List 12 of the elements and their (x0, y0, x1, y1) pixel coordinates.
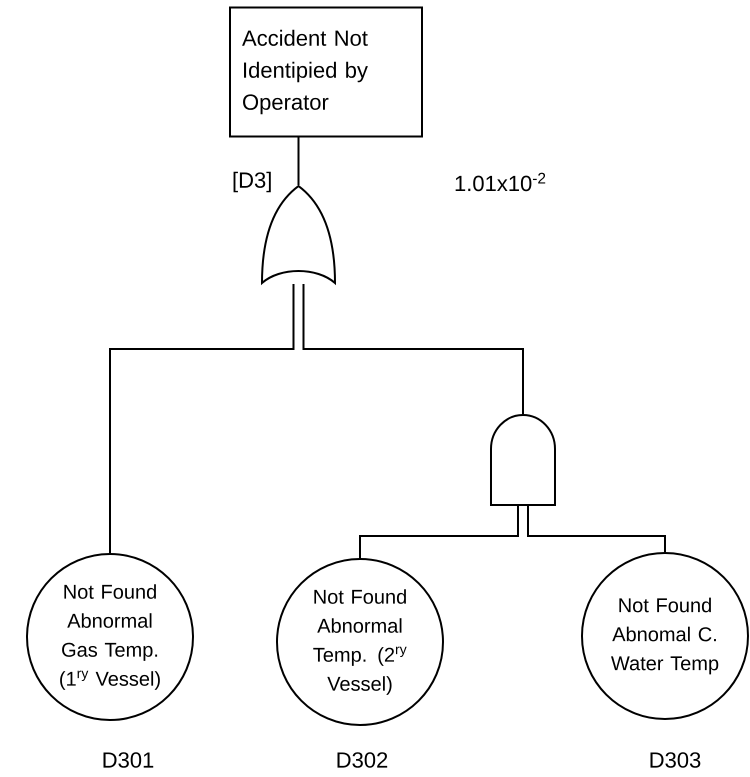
event-code: D303 (650, 752, 700, 768)
event-code: D301 (104, 752, 154, 768)
connector-line (109, 284, 294, 553)
and-gate (490, 414, 556, 506)
probability-label: 1.01x10$^{-2}$ (456, 172, 546, 192)
event-code: D302 (338, 752, 388, 768)
connector-line (527, 506, 666, 552)
event-box: Accident Not Identipied by Operator (229, 6, 423, 138)
connector-line (298, 138, 300, 185)
connector-line (359, 506, 519, 558)
connector-line (302, 284, 524, 414)
event-code: [D3] (234, 172, 271, 192)
